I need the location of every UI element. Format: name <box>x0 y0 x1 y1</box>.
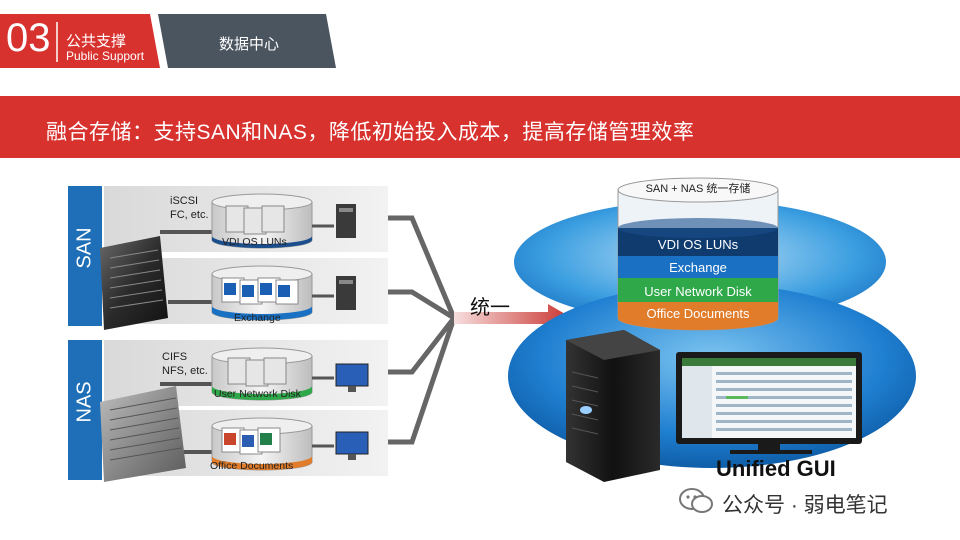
nas-label-bar <box>68 340 102 480</box>
watermark-text: 公众号 · 弱电笔记 <box>722 494 888 517</box>
data-center-tab-label: 数据中心 <box>218 36 279 53</box>
vm-os-document-icons <box>225 205 285 235</box>
management-monitor <box>676 352 862 454</box>
exchange-cylinder-label: Exchange <box>234 312 281 324</box>
unify-label: 统一 <box>470 297 510 319</box>
convergence-lines <box>388 215 457 445</box>
section-title-en: Public Support <box>66 49 145 63</box>
header-section-tab <box>0 14 160 68</box>
section-number: 03 <box>6 16 51 60</box>
exchange-document-icons <box>221 277 299 305</box>
vm-user-document-icons <box>227 357 287 387</box>
title-banner <box>0 96 960 158</box>
unified-gui-label: Unified GUI <box>716 456 836 481</box>
section-title-zh: 公共支撑 <box>66 33 127 50</box>
nas-protocol-label: CIFS NFS, etc. <box>162 351 208 377</box>
vdi-cylinder-label: VDI OS LUNs <box>222 236 287 248</box>
san-protocol-label: iSCSI FC, etc. <box>170 195 209 221</box>
user-disk-cylinder-label: User Network Disk <box>214 388 301 400</box>
unified-storage-label: SAN + NAS 统一存储 <box>645 183 751 195</box>
storage-tower-server <box>566 330 660 482</box>
client-monitor-icon <box>335 363 369 392</box>
unified-storage-cylinder <box>617 177 779 331</box>
layer-vdi-label: VDI OS LUNs <box>657 237 739 252</box>
san-label-bar <box>68 186 102 326</box>
server-tower-icon <box>336 276 356 310</box>
header-graphics <box>0 14 960 158</box>
layer-exchange-label: Exchange <box>669 260 727 275</box>
banner-title: 融合存储：支持SAN和NAS，降低初始投入成本，提高存储管理效率 <box>46 121 695 144</box>
client-monitor-icon <box>335 431 369 460</box>
office-cylinder-label: Office Documents <box>210 460 294 472</box>
layer-office-label: Office Documents <box>646 306 750 321</box>
header-data-center-tab <box>158 14 336 68</box>
office-document-icons <box>221 427 281 455</box>
wechat-icon <box>679 488 713 513</box>
server-tower-icon <box>336 204 356 238</box>
layer-user-disk-label: User Network Disk <box>644 284 752 299</box>
